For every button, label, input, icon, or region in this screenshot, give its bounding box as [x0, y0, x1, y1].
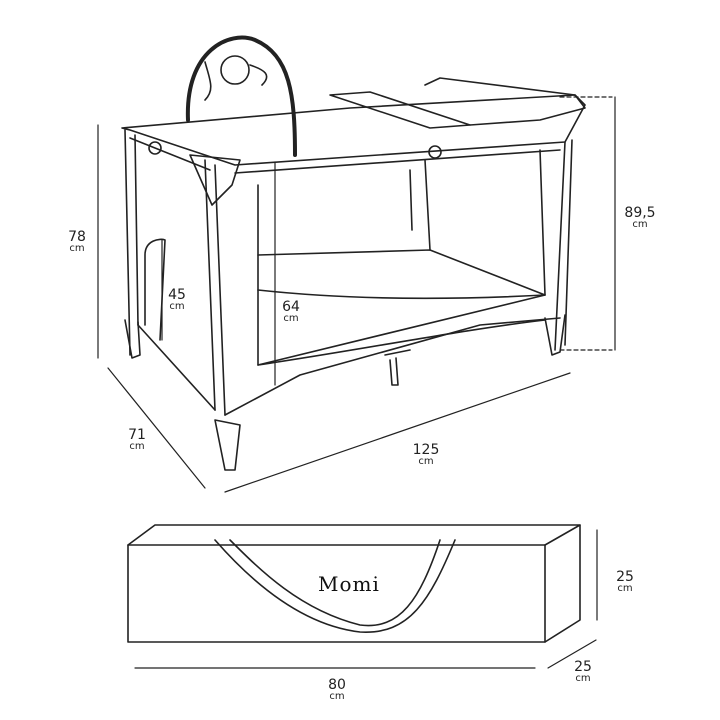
unit: cm: [69, 243, 85, 254]
unit: cm: [632, 219, 648, 230]
unit: cm: [418, 456, 434, 467]
value: 78: [68, 229, 86, 245]
unit: cm: [575, 673, 591, 684]
value: 45: [168, 287, 186, 303]
value: 71: [128, 427, 146, 443]
value: 25: [574, 659, 592, 675]
unit: cm: [169, 301, 185, 312]
unit: cm: [129, 441, 145, 452]
bag-logo: Momi: [318, 572, 380, 596]
rail-clip: [148, 141, 162, 155]
sun-toy: [220, 55, 250, 85]
value: 80: [328, 677, 346, 693]
travel-bag-drawing: [127, 524, 581, 643]
travel-cot-drawing: [121, 35, 586, 471]
unit: cm: [329, 691, 345, 702]
dimension-lines: [97, 96, 616, 669]
unit: cm: [617, 583, 633, 594]
value: 25: [616, 569, 634, 585]
rail-clip: [428, 145, 442, 159]
value: 89,5: [624, 205, 656, 221]
value: 125: [412, 442, 440, 458]
corner-piece: [189, 154, 241, 206]
value: 64: [282, 299, 300, 315]
unit: cm: [283, 313, 299, 324]
